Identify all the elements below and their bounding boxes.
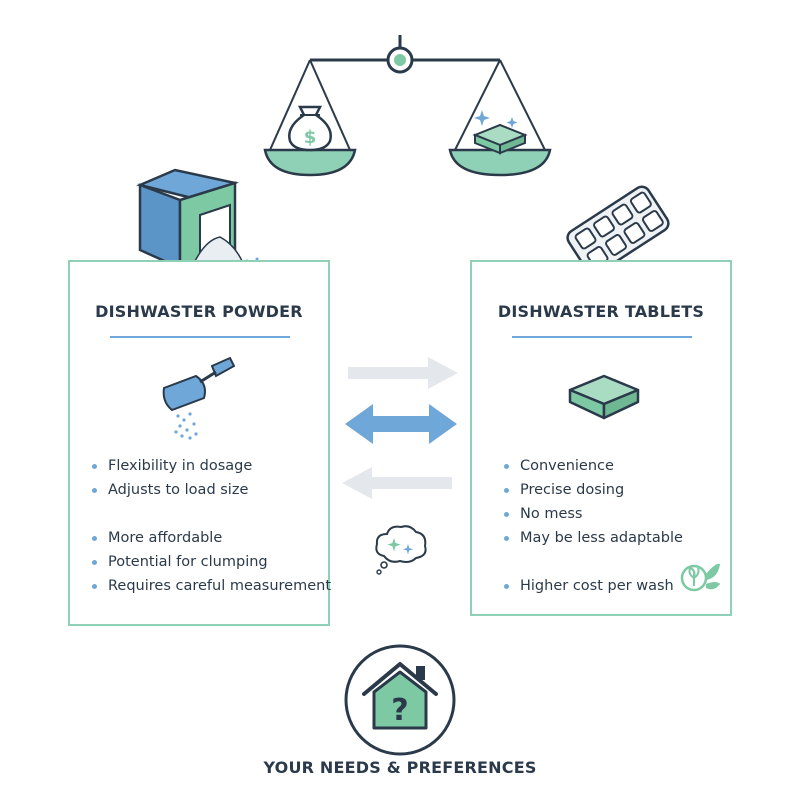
svg-text:$: $ (304, 127, 317, 148)
list-item: Potential for clumping (92, 550, 331, 574)
tablet-icon (568, 374, 640, 420)
footer-label: YOUR NEEDS & PREFERENCES (263, 758, 537, 777)
list-item: Adjusts to load size (92, 478, 252, 502)
bidirectional-arrow-icon (345, 404, 457, 444)
tablet-icon (472, 110, 528, 155)
list-item: Requires careful measurement (92, 574, 331, 598)
list-item: May be less adaptable (504, 526, 683, 550)
powder-box-icon (136, 168, 259, 273)
list-item: No mess (504, 502, 683, 526)
powder-title-divider (110, 336, 290, 338)
list-item: Precise dosing (504, 478, 683, 502)
balance-scale-icon: $ (263, 35, 552, 177)
powder-panel-title: DISHWASTER POWDER (95, 302, 303, 321)
eco-leaf-icon (680, 563, 720, 592)
powder-list-group2: More affordable Potential for clumping R… (92, 526, 331, 598)
tablets-panel: DISHWASTER TABLETS Convenience Precise d… (470, 260, 732, 616)
svg-text:?: ? (391, 693, 408, 728)
powder-panel: DISHWASTER POWDER Flexibility in dosage … (68, 260, 331, 626)
tablets-list-group1: Convenience Precise dosing No mess May b… (504, 454, 683, 550)
powder-list-group1: Flexibility in dosage Adjusts to load si… (92, 454, 252, 502)
right-arrow-icon (348, 357, 458, 389)
thought-bubble-icon (375, 525, 427, 575)
tablets-title-divider (512, 336, 692, 338)
tablets-list-group2: Higher cost per wash (504, 574, 674, 598)
scoop-icon (162, 356, 236, 440)
list-item: Convenience (504, 454, 683, 478)
list-item: Higher cost per wash (504, 574, 674, 598)
money-bag-icon: $ (288, 105, 332, 152)
list-item: Flexibility in dosage (92, 454, 252, 478)
left-arrow-icon (342, 467, 452, 499)
tablets-panel-title: DISHWASTER TABLETS (497, 302, 705, 321)
home-question-icon: ? (344, 644, 456, 756)
list-item: More affordable (92, 526, 331, 550)
